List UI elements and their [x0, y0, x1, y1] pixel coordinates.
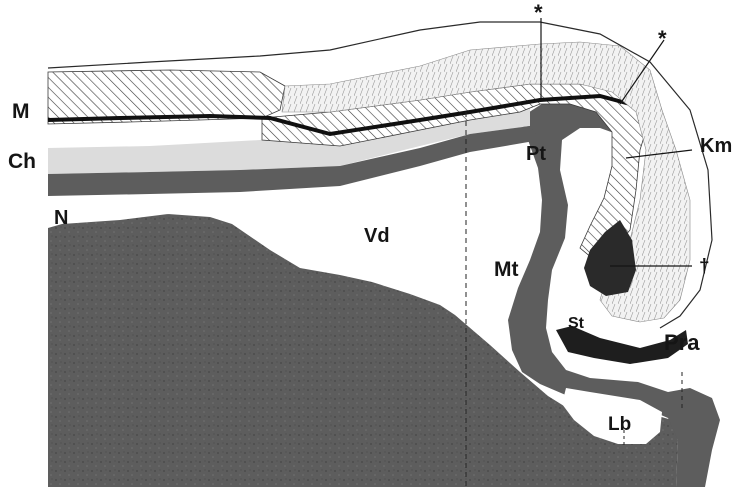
label-dagger: †: [699, 256, 710, 277]
label-st: St: [568, 315, 585, 332]
label-m: M: [12, 100, 30, 123]
label-n: N: [54, 207, 68, 229]
label-asterisk-1: *: [534, 0, 543, 25]
label-pra: Pra: [664, 330, 700, 355]
label-lb: Lb: [608, 414, 631, 435]
label-vd: Vd: [364, 225, 390, 247]
label-ch: Ch: [8, 150, 36, 173]
label-mt: Mt: [494, 258, 519, 281]
label-km: Km: [700, 135, 732, 157]
label-pt: Pt: [526, 143, 546, 165]
label-asterisk-2: *: [658, 26, 667, 51]
